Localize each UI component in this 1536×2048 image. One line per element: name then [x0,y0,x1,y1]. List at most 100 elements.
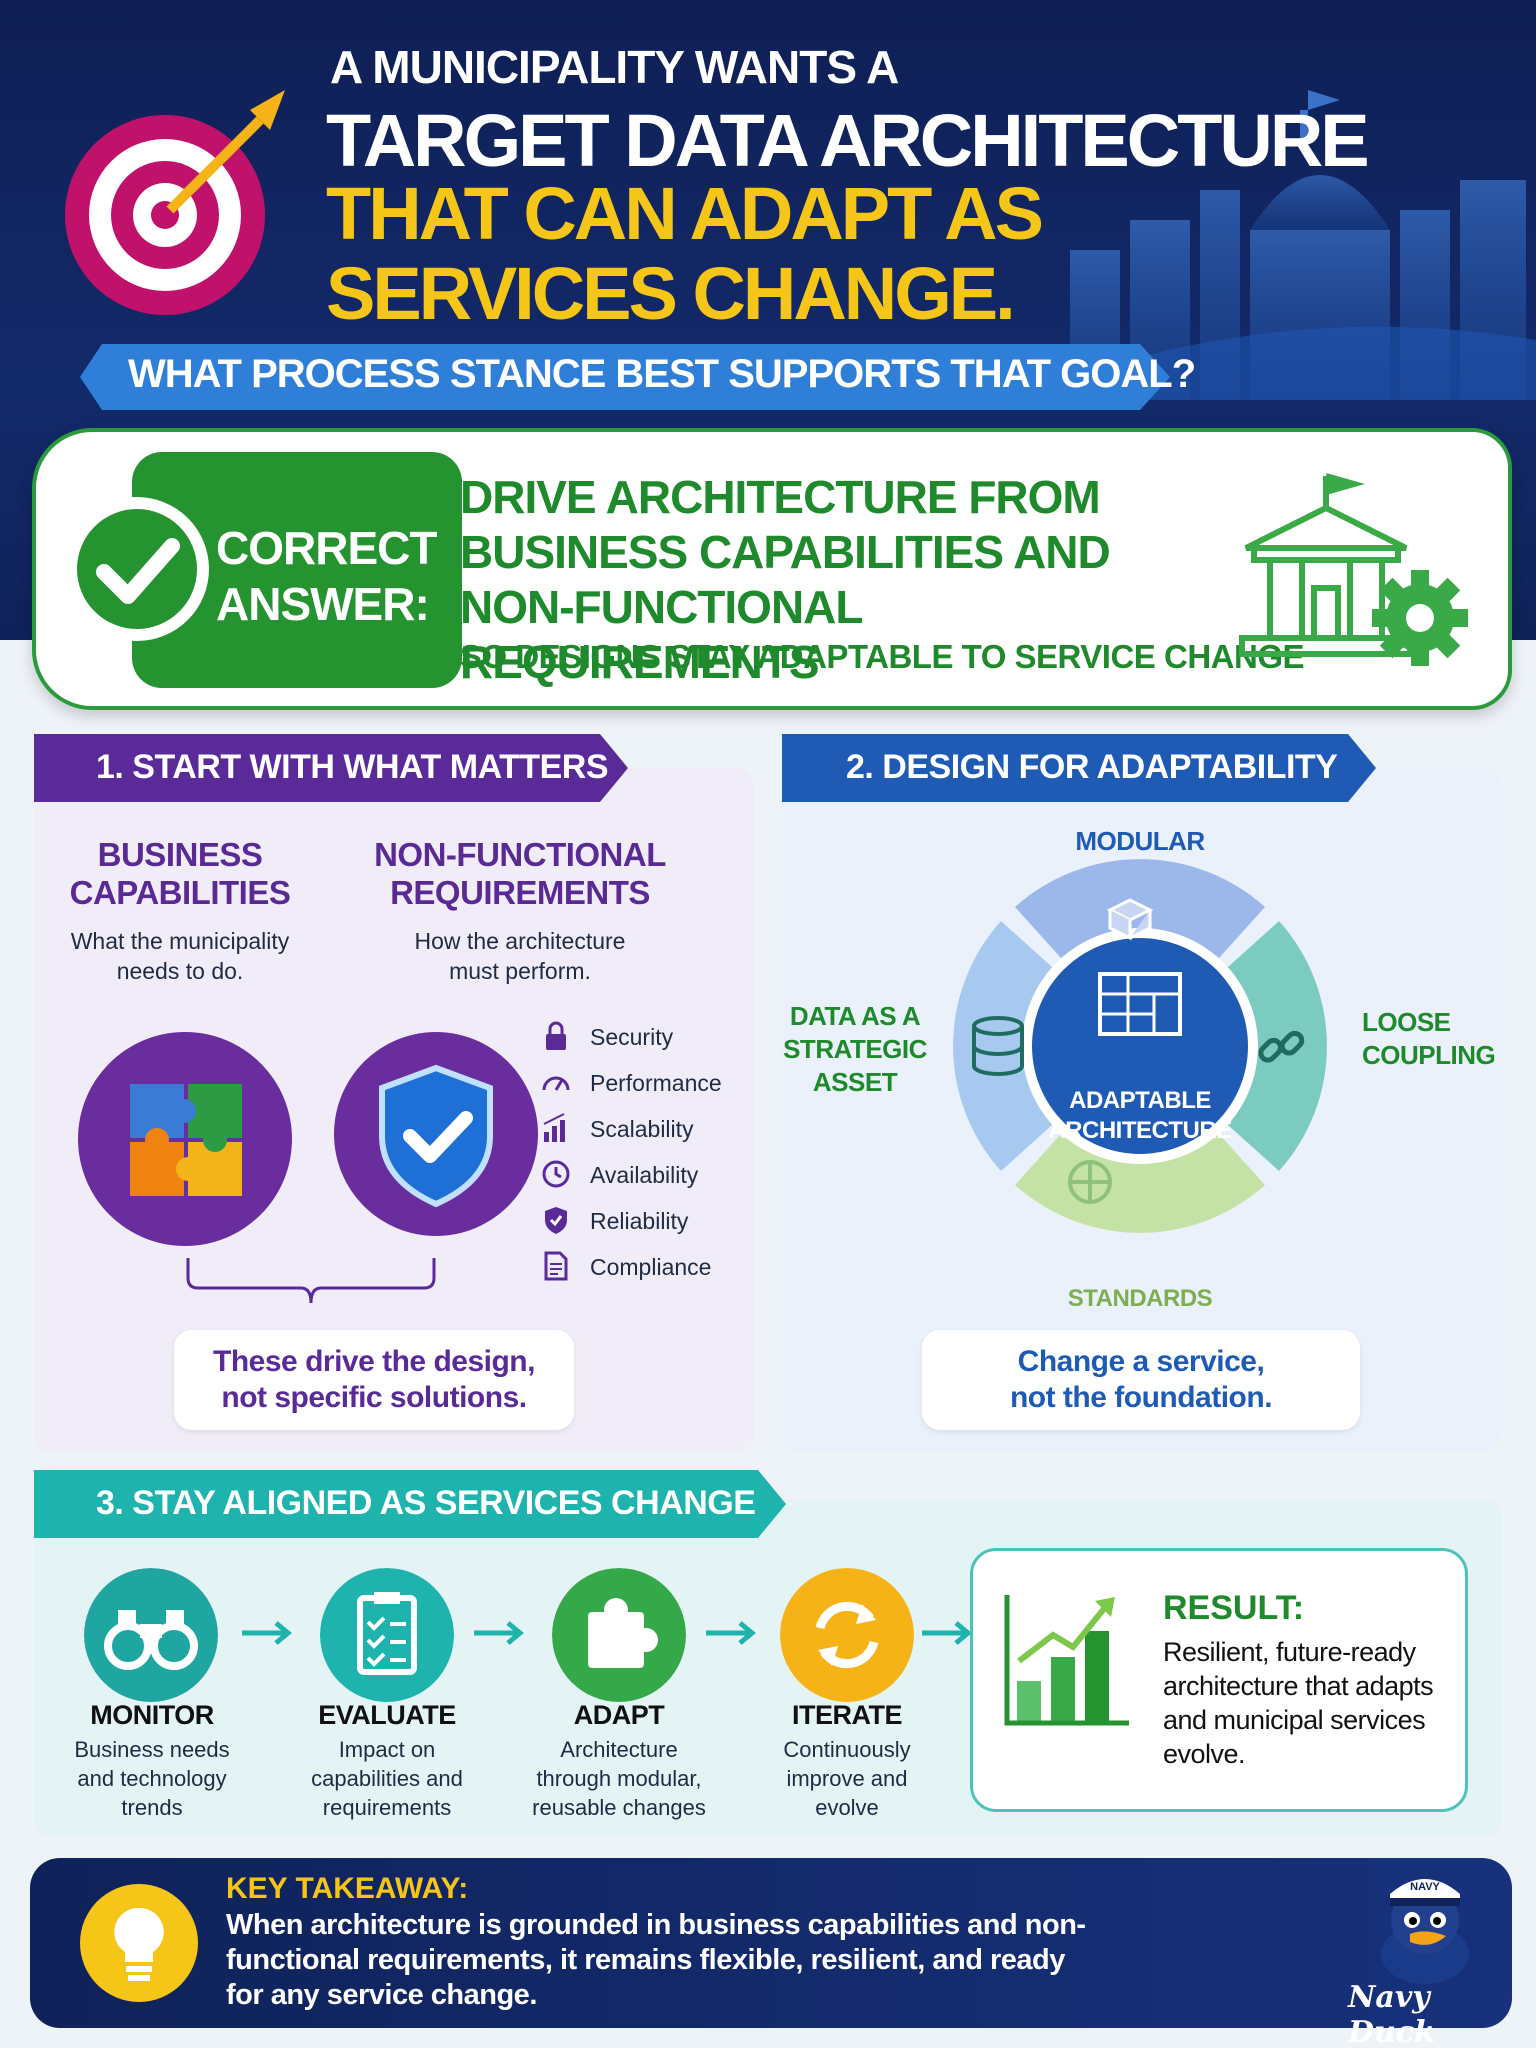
answer-main-text: DRIVE ARCHITECTURE FROM BUSINESS CAPABIL… [460,471,1111,688]
desc-line-2: capabilities and [311,1766,463,1791]
step-title-evaluate: EVALUATE [318,1700,456,1730]
section-2-callout: Change a service, not the foundation. [922,1330,1360,1430]
desc-line-3: requirements [322,1795,452,1820]
right-line-2: COUPLING [1362,1040,1496,1070]
label-line-1: CORRECT [216,522,437,574]
nfr-title-line-1: NON-FUNCTIONAL [374,836,666,873]
result-title: RESULT: [1163,1589,1305,1627]
nfr-item-performance: Performance [590,1070,722,1096]
arrow-right-icon [474,1621,524,1645]
section-3-title: 3. STAY ALIGNED AS SERVICES CHANGE [96,1484,756,1522]
cap-title-line-1: BUSINESS [97,836,263,873]
wheel-label-data-asset: DATA AS A STRATEGIC ASSET [780,1000,930,1099]
wheel-label-standards: STANDARDS [1067,1285,1213,1312]
key-takeaway-text: When architecture is grounded in busines… [226,1909,1086,2011]
callout-line-2: not specific solutions. [221,1381,527,1414]
nfr-desc: How the architecture must perform. [380,926,660,986]
nfr-title-line-2: REQUIREMENTS [390,874,650,911]
question-banner [80,344,1170,410]
correct-answer-card: CORRECT ANSWER: DRIVE ARCHITECTURE FROM … [32,428,1512,710]
refresh-cycle-icon [780,1568,914,1702]
target-bullseye-icon [65,90,285,315]
step-desc-monitor: Business needs and technology trends [47,1735,257,1822]
desc-line-3: evolve [815,1795,879,1820]
duck-hat-badge: NAVY [1410,1881,1440,1893]
step-title-monitor: MONITOR [90,1700,214,1730]
gauge-icon [542,1076,570,1091]
callout-line-2: not the foundation. [1009,1381,1273,1414]
wheel-center-label: ADAPTABLE ARCHITECTURE [1040,1086,1240,1146]
clock-icon [542,1160,570,1188]
headline-line-2: TARGET DATA ARCHITECTURE [326,99,1370,182]
section-2-title: 2. DESIGN FOR ADAPTABILITY [846,748,1338,786]
cap-desc-line-1: What the municipality [70,928,290,954]
step-title-iterate: ITERATE [792,1700,903,1730]
business-capabilities-title: BUSINESS CAPABILITIES [60,836,300,912]
desc-line-1: Architecture [560,1737,678,1762]
navy-duck-mascot-icon: NAVY [1381,1879,1469,1984]
left-line-2: STRATEGIC [783,1034,927,1064]
step-title-adapt: ADAPT [573,1700,665,1730]
headline-line-1: A MUNICIPALITY WANTS A [330,41,899,93]
center-line-1: ADAPTABLE [1069,1087,1211,1114]
adaptable-architecture-wheel [953,859,1327,1233]
cap-desc-line-2: needs to do. [116,958,244,984]
city-skyline-icon [1060,90,1536,400]
key-takeaway-footer: KEY TAKEAWAY: When architecture is groun… [30,1858,1512,2048]
desc-line-3: trends [121,1795,183,1820]
wheel-label-loose-coupling: LOOSE COUPLING [1362,1006,1496,1072]
section-1-title: 1. START WITH WHAT MATTERS [96,748,609,786]
growth-chart-icon [1004,1595,1129,1726]
arrow-right-icon [706,1621,756,1645]
cap-title-line-2: CAPABILITIES [69,874,291,911]
navy-duck-brand: Navy Duck [1348,1980,1435,2048]
correct-answer-label: CORRECT ANSWER: [216,520,437,632]
section-1-tab [34,734,628,802]
desc-line-1: Business needs [74,1737,230,1762]
left-line-3: ASSET [812,1067,898,1097]
bracket-connector [186,1258,436,1304]
nfr-desc-line-2: must perform. [449,958,591,984]
checkmark-icon [65,497,209,641]
nfr-item-scalability: Scalability [590,1116,694,1142]
left-line-1: DATA AS A [789,1001,921,1031]
wheel-label-modular: MODULAR [1075,826,1205,856]
nfr-desc-line-1: How the architecture [414,928,626,954]
business-capabilities-desc: What the municipality needs to do. [40,926,320,986]
nfr-title: NON-FUNCTIONAL REQUIREMENTS [370,836,670,912]
label-line-2: ANSWER: [216,578,430,630]
result-card: RESULT: Resilient, future-ready architec… [970,1548,1468,1812]
desc-line-2: through modular, [536,1766,702,1791]
desc-line-2: improve and [786,1766,908,1791]
lightbulb-icon [80,1884,198,2002]
puzzle-piece-icon [552,1568,686,1702]
answer-sub-text: SO DESIGNS STAY ADAPTABLE TO SERVICE CHA… [460,638,1305,675]
key-takeaway-title: KEY TAKEAWAY: [226,1872,469,1905]
shield-check-icon [334,1032,538,1236]
headline-line-3: THAT CAN ADAPT AS SERVICES CHANGE. [326,172,1044,335]
puzzle-pieces-icon [78,1032,292,1246]
city-hall-gear-icon [1239,473,1468,666]
section-3-tab [34,1470,786,1538]
right-line-1: LOOSE [1362,1007,1451,1037]
question-text: WHAT PROCESS STANCE BEST SUPPORTS THAT G… [128,352,1196,396]
result-text: Resilient, future-ready architecture tha… [1163,1637,1434,1769]
step-desc-iterate: Continuously improve and evolve [742,1735,952,1822]
nfr-item-compliance: Compliance [590,1254,712,1280]
section-1-callout: These drive the design, not specific sol… [174,1330,574,1430]
bar-chart-icon [543,1113,565,1142]
nfr-item-security: Security [590,1024,674,1050]
arrow-right-icon [242,1621,292,1645]
desc-line-1: Continuously [783,1737,911,1762]
shield-icon [545,1207,567,1234]
desc-line-1: Impact on [338,1737,436,1762]
binoculars-icon [84,1568,218,1702]
desc-line-2: and technology [77,1766,227,1791]
arrow-right-icon [922,1621,972,1645]
step-desc-adapt: Architecture through modular, reusable c… [514,1735,724,1822]
nfr-item-availability: Availability [590,1162,699,1188]
section-2-tab [782,734,1376,802]
nfr-item-reliability: Reliability [590,1208,689,1234]
clipboard-checklist-icon [320,1568,454,1702]
callout-line-1: Change a service, [1017,1345,1265,1378]
